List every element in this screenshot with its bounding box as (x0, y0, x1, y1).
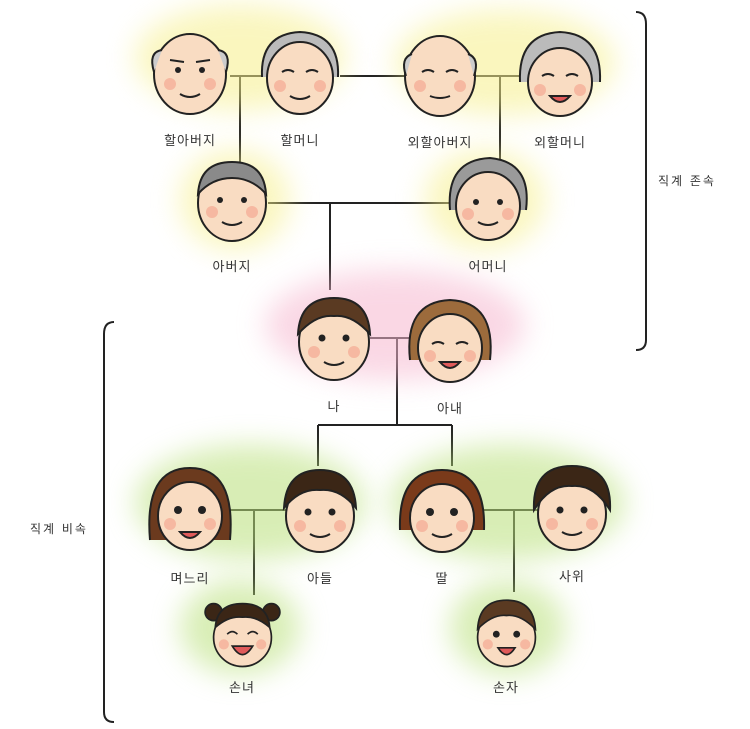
person-grandson: 손자 (446, 590, 566, 696)
label-maternal-grandfather: 외할아버지 (407, 136, 473, 151)
label-daughter-in-law: 며느리 (170, 572, 210, 587)
label-mother: 어머니 (468, 260, 508, 275)
label-grandmother: 할머니 (280, 134, 320, 149)
maternal-grandfather-face-icon (403, 35, 477, 117)
person-son-in-law: 사위 (512, 458, 632, 585)
label-wife: 아내 (437, 402, 463, 417)
label-daughter: 딸 (435, 572, 449, 587)
label-son: 아들 (307, 572, 333, 587)
maternal-grandmother-face-icon (518, 30, 602, 117)
daughter-in-law-face-icon (148, 466, 232, 551)
person-grandfather: 할아버지 (130, 22, 250, 149)
granddaughter-face-icon (203, 602, 281, 668)
person-maternal-grandfather: 외할아버지 (380, 24, 500, 151)
person-grandmother: 할머니 (240, 22, 360, 149)
wife-face-icon (408, 298, 492, 383)
label-maternal-grandmother: 외할머니 (534, 136, 586, 151)
son-in-law-face-icon (532, 464, 612, 551)
label-descendants: 직계 비속 (30, 522, 88, 536)
grandson-face-icon (476, 599, 536, 668)
son-face-icon (282, 468, 358, 553)
label-grandfather: 할아버지 (164, 134, 216, 149)
descendants-bracket (103, 321, 115, 723)
grandfather-face-icon (151, 33, 229, 115)
label-granddaughter: 손녀 (229, 681, 255, 696)
label-me: 나 (327, 400, 341, 415)
person-wife: 아내 (390, 290, 510, 417)
father-face-icon (196, 160, 268, 242)
person-me: 나 (274, 288, 394, 415)
ascendants-bracket (635, 11, 647, 351)
person-father: 아버지 (172, 148, 292, 275)
person-granddaughter: 손녀 (182, 590, 302, 696)
person-daughter-in-law: 며느리 (130, 460, 250, 587)
label-ascendants: 직계 존속 (658, 174, 716, 188)
mother-face-icon (448, 156, 528, 241)
grandmother-face-icon (260, 30, 340, 115)
person-mother: 어머니 (428, 148, 548, 275)
person-daughter: 딸 (382, 460, 502, 587)
daughter-face-icon (398, 468, 486, 553)
me-face-icon (296, 296, 372, 381)
person-maternal-grandmother: 외할머니 (500, 24, 620, 151)
label-grandson: 손자 (493, 681, 519, 696)
label-son-in-law: 사위 (559, 570, 585, 585)
person-son: 아들 (260, 460, 380, 587)
label-father: 아버지 (212, 260, 252, 275)
